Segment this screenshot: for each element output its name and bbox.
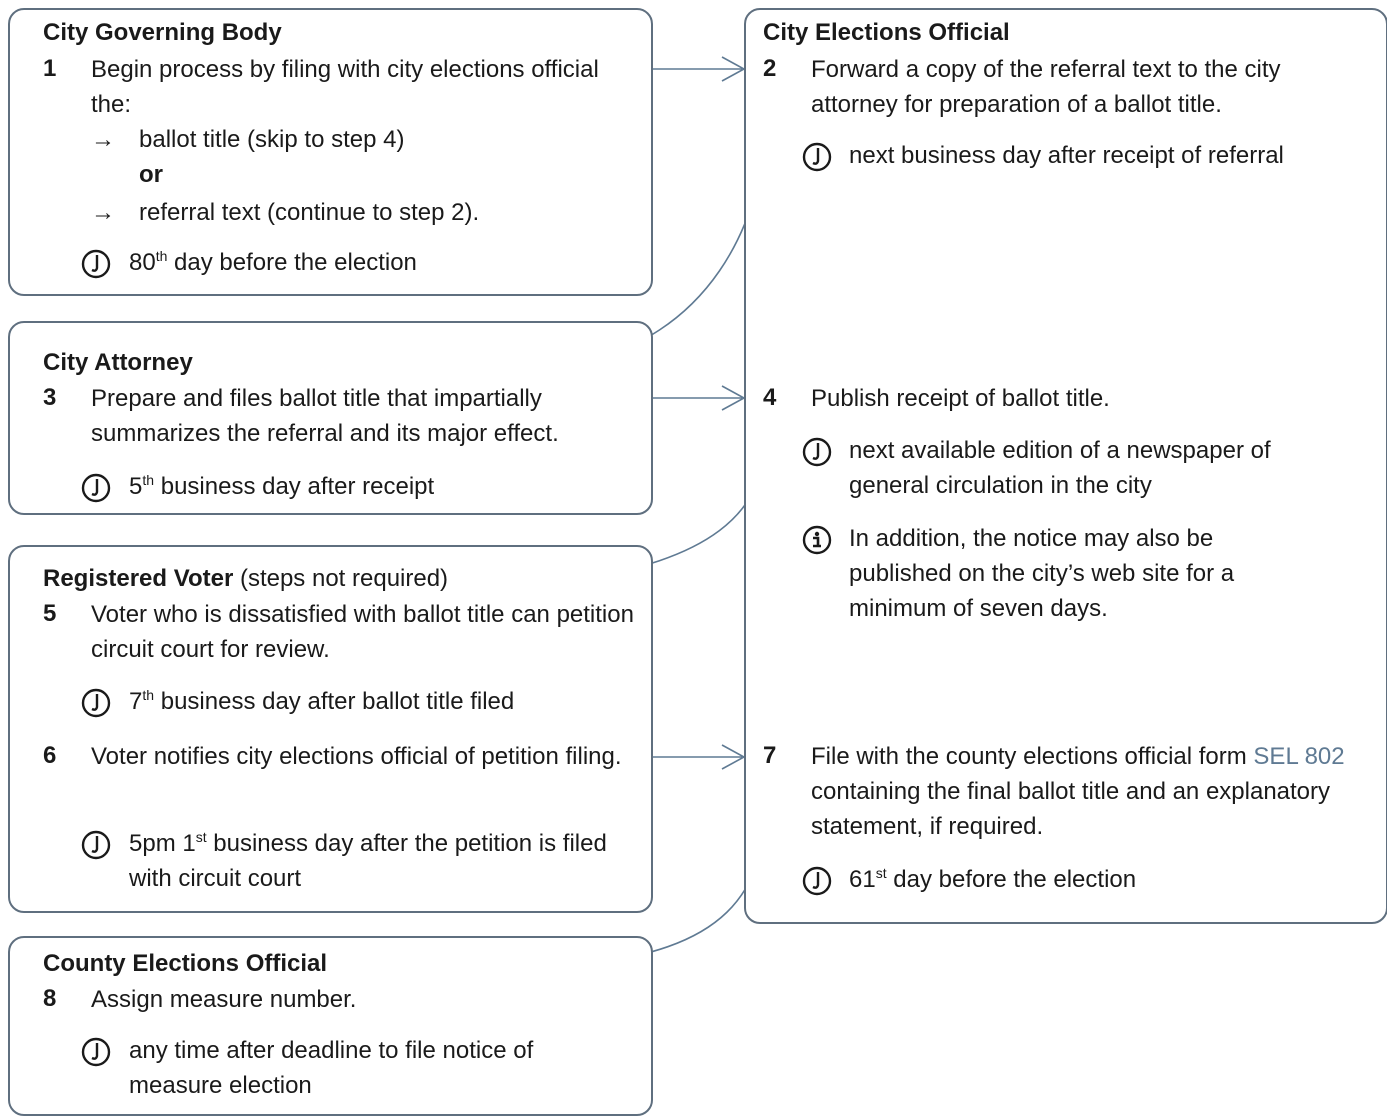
step-1-option-referral-text: referral text (continue to step 2).	[139, 199, 480, 226]
step-5-number: 5	[43, 600, 57, 627]
step-2-text: Forward a copy of the referral text to t…	[811, 56, 1281, 118]
clock-icon	[81, 830, 111, 860]
step-5-text: Voter who is dissatisfied with ballot ti…	[91, 601, 634, 663]
county-elections-official-box	[8, 936, 653, 1116]
sel-802-link[interactable]: SEL 802	[1253, 743, 1345, 770]
step-8-text: Assign measure number.	[91, 986, 357, 1013]
registered-voter-box	[8, 545, 653, 913]
step-7-deadline: 61st day before the election	[849, 865, 1137, 893]
step-4-text: Publish receipt of ballot title.	[811, 385, 1110, 412]
step-1-or: or	[139, 161, 163, 188]
city-elections-official-title: City Elections Official	[763, 19, 1010, 46]
step-7-text: File with the county elections official …	[811, 743, 1345, 840]
info-icon	[802, 525, 832, 555]
step-8-deadline: any time after deadline to file notice o…	[129, 1037, 534, 1099]
step-6-deadline: 5pm 1st business day after the petition …	[129, 829, 607, 892]
step-7-number: 7	[763, 742, 777, 769]
clock-icon	[802, 142, 832, 172]
city-governing-body-box	[8, 8, 653, 296]
clock-icon	[81, 473, 111, 503]
step-5-deadline: 7th business day after ballot title file…	[129, 687, 515, 715]
registered-voter-title: Registered Voter (steps not required)	[43, 565, 449, 592]
clock-icon	[802, 437, 832, 467]
step-4-number: 4	[763, 384, 777, 411]
step-2-number: 2	[763, 55, 777, 82]
step-6-text: Voter notifies city elections official o…	[91, 743, 622, 770]
step-3-number: 3	[43, 384, 57, 411]
step-1-option-ballot-title: ballot title (skip to step 4)	[139, 126, 405, 153]
right-arrow-icon: →	[91, 126, 115, 153]
clock-icon	[81, 1037, 111, 1067]
step-1-deadline: 80th day before the election	[129, 248, 417, 276]
step-4-deadline: next available edition of a newspaper of…	[849, 437, 1271, 499]
step-4-info: In addition, the notice may also be publ…	[849, 525, 1235, 622]
city-attorney-title: City Attorney	[43, 349, 193, 376]
step-2-deadline: next business day after receipt of refer…	[849, 142, 1284, 169]
county-elections-official-title: County Elections Official	[43, 950, 328, 977]
step-1-text: Begin process by filing with city electi…	[91, 56, 599, 118]
city-elections-official-box	[744, 8, 1387, 924]
clock-icon	[81, 688, 111, 718]
clock-icon	[81, 249, 111, 279]
right-arrow-icon: →	[91, 199, 115, 226]
city-governing-body-title: City Governing Body	[43, 19, 282, 46]
step-1-number: 1	[43, 55, 57, 82]
step-3-text: Prepare and files ballot title that impa…	[91, 385, 559, 447]
clock-icon	[802, 866, 832, 896]
step-8-number: 8	[43, 985, 57, 1012]
city-attorney-box	[8, 321, 653, 515]
step-3-deadline: 5th business day after receipt	[129, 472, 435, 500]
step-6-number: 6	[43, 742, 57, 769]
